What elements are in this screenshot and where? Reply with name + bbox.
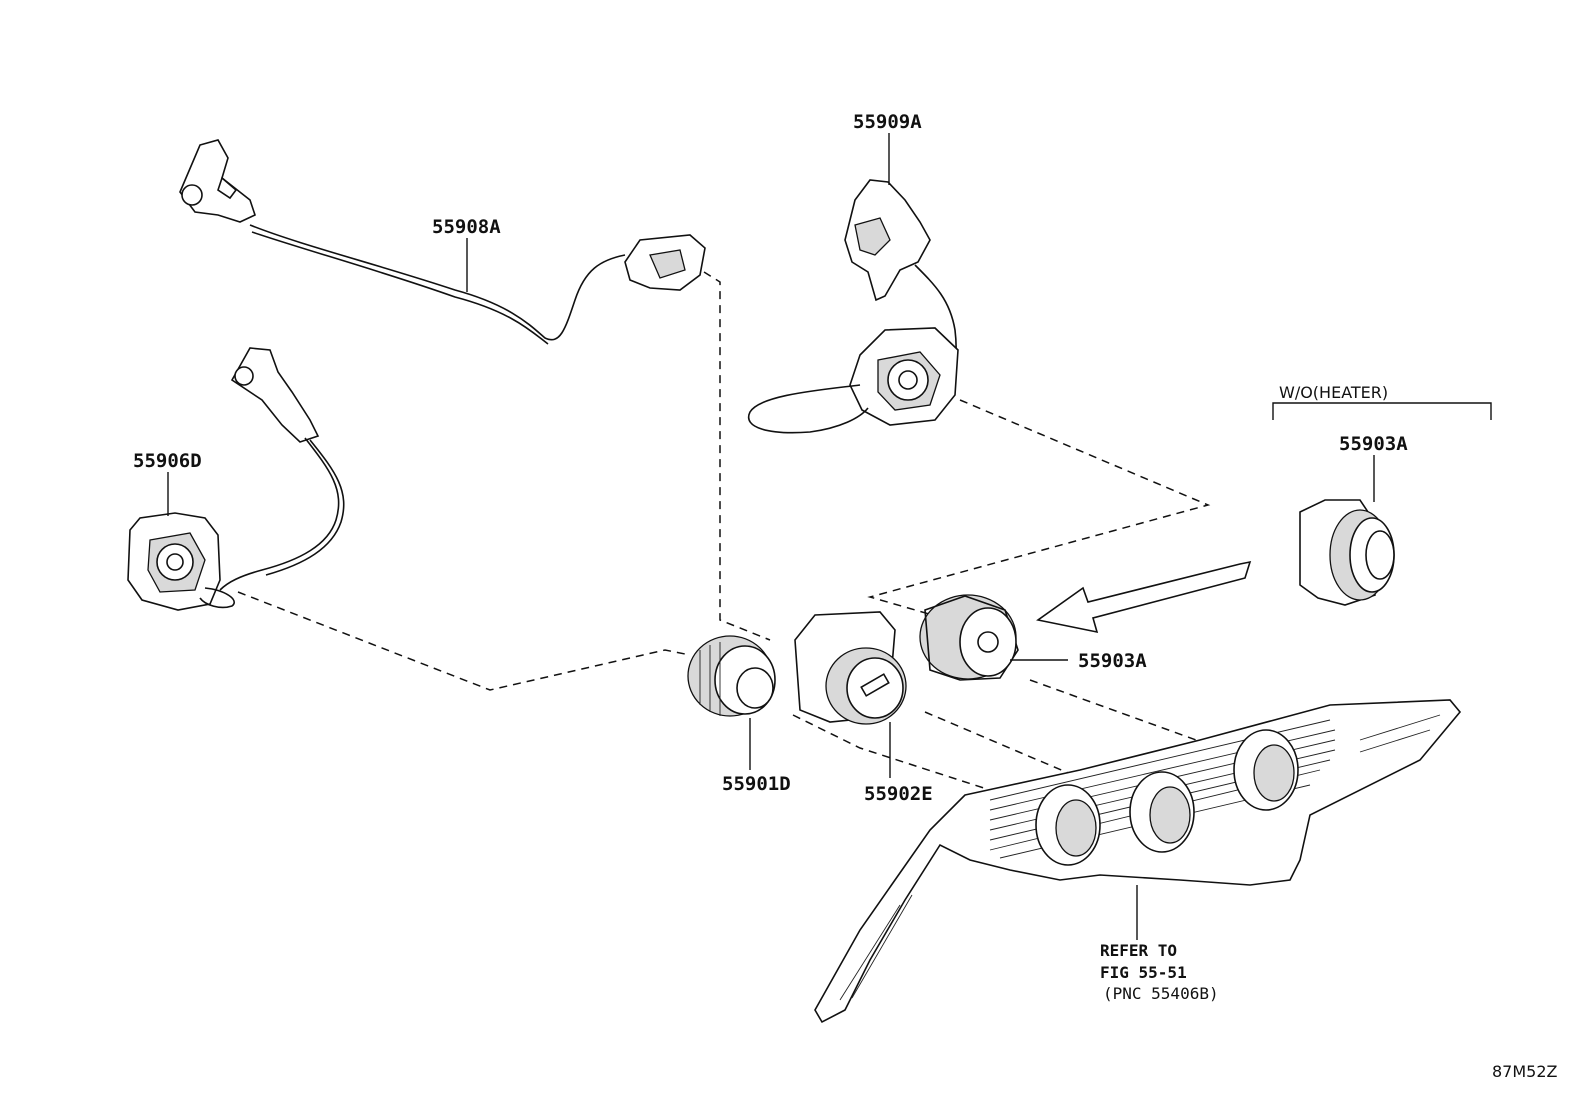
knob-55903A	[919, 594, 1019, 681]
reference-dashed-lines	[237, 271, 1211, 791]
label-55908A: 55908A	[432, 216, 501, 238]
assembly-55909A	[747, 179, 959, 434]
refer-line1: REFER TO	[1100, 941, 1177, 960]
sensor-55906D	[127, 347, 345, 611]
variant-bracket	[1272, 402, 1492, 420]
bezel-panel	[814, 699, 1462, 1024]
figure-code: 87M52Z	[1492, 1062, 1558, 1081]
refer-line3: (PNC 55406B)	[1103, 984, 1219, 1003]
switch-55902E	[794, 611, 907, 725]
variant-note: W/O(HEATER)	[1279, 383, 1388, 402]
knob-55903A-heaterless	[1299, 499, 1395, 606]
part-labels: 55909A 55908A 55906D 55903A 55903A 55901…	[133, 111, 1558, 1081]
label-55902E: 55902E	[864, 783, 933, 805]
direction-arrow	[1036, 560, 1252, 634]
knob-55901D	[687, 635, 776, 717]
refer-line2: FIG 55-51	[1100, 963, 1187, 982]
label-55906D: 55906D	[133, 450, 202, 472]
label-55909A: 55909A	[853, 111, 922, 133]
label-55903A-top: 55903A	[1339, 433, 1408, 455]
label-55901D: 55901D	[722, 773, 791, 795]
leader-lines	[167, 133, 1375, 940]
label-55903A-mid: 55903A	[1078, 650, 1147, 672]
harness-55908A	[179, 139, 706, 345]
